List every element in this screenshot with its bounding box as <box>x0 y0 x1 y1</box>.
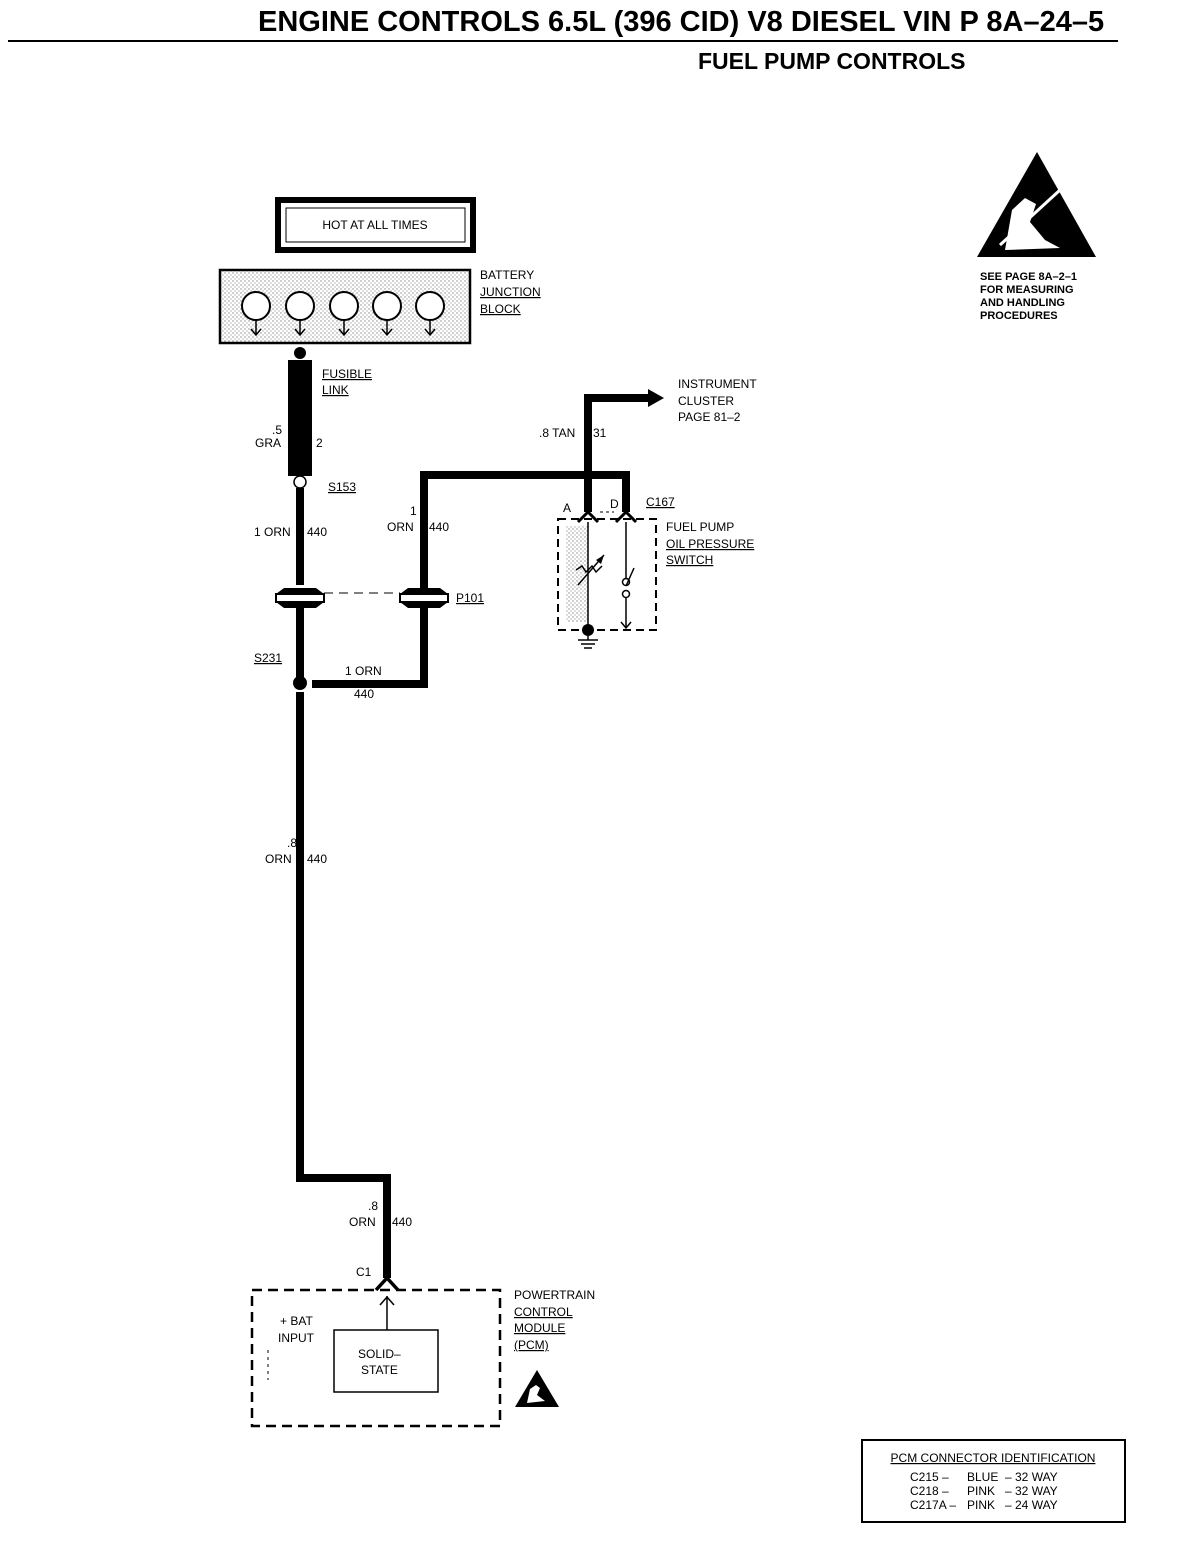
page-subtitle: FUEL PUMP CONTROLS <box>698 48 966 74</box>
battery-junction-block-label: BATTERY JUNCTION BLOCK <box>480 268 541 316</box>
svg-text:(PCM): (PCM) <box>514 1338 549 1352</box>
wire-440-branch <box>312 471 588 688</box>
pcm-esd-icon <box>515 1370 559 1407</box>
oil-pressure-switch <box>557 509 657 649</box>
connector-c1-label: C1 <box>356 1265 372 1279</box>
page-header: ENGINE CONTROLS 6.5L (396 CID) V8 DIESEL… <box>8 6 1118 74</box>
svg-text:.5: .5 <box>272 423 282 437</box>
svg-text:1: 1 <box>410 504 417 518</box>
splice-s231 <box>293 676 307 690</box>
pcm-connector-id-box: PCM CONNECTOR IDENTIFICATION C215 – BLUE… <box>861 1439 1126 1523</box>
svg-text:JUNCTION: JUNCTION <box>480 285 541 299</box>
svg-text:FUSIBLE: FUSIBLE <box>322 367 372 381</box>
battery-junction-block <box>218 268 472 345</box>
svg-text:MODULE: MODULE <box>514 1321 565 1335</box>
connector-p101 <box>275 588 449 608</box>
pcm-connector-id-title: PCM CONNECTOR IDENTIFICATION <box>891 1451 1096 1465</box>
svg-text:– 24 WAY: – 24 WAY <box>1005 1498 1058 1512</box>
svg-text:GRA: GRA <box>255 436 281 450</box>
power-source-box: HOT AT ALL TIMES <box>275 197 476 253</box>
svg-text:– 32 WAY: – 32 WAY <box>1005 1484 1058 1498</box>
svg-text:BATTERY: BATTERY <box>480 268 534 282</box>
svg-text:C218 –: C218 – <box>910 1484 949 1498</box>
svg-text:440: 440 <box>307 525 327 539</box>
svg-text:CONTROL: CONTROL <box>514 1305 573 1319</box>
wire-440-main <box>296 488 391 1278</box>
splice-s231-label: S231 <box>254 651 282 665</box>
wire-to-pin-d <box>588 471 630 512</box>
svg-text:CLUSTER: CLUSTER <box>678 394 734 408</box>
svg-text:.8: .8 <box>368 1199 378 1213</box>
esd-note: SEE PAGE 8A–2–1 FOR MEASURING AND HANDLI… <box>980 271 1077 322</box>
svg-text:.8 TAN: .8 TAN <box>539 426 575 440</box>
svg-text:2: 2 <box>316 436 323 450</box>
instrument-cluster-label: INSTRUMENT CLUSTER PAGE 81–2 <box>678 377 757 424</box>
pcm-label: POWERTRAIN CONTROL MODULE (PCM) <box>514 1288 595 1352</box>
svg-text:1 ORN: 1 ORN <box>254 525 291 539</box>
svg-text:AND HANDLING: AND HANDLING <box>980 297 1065 309</box>
svg-text:OIL PRESSURE: OIL PRESSURE <box>666 537 754 551</box>
svg-text:ORN: ORN <box>265 852 292 866</box>
svg-text:A: A <box>563 501 571 515</box>
svg-text:440: 440 <box>307 852 327 866</box>
pcm-inner-labels: + BAT INPUT SOLID– STATE <box>278 1314 401 1377</box>
svg-text:PINK: PINK <box>967 1484 995 1498</box>
page-title: ENGINE CONTROLS 6.5L (396 CID) V8 DIESEL… <box>258 6 1104 38</box>
wire-labels: 1 ORN 440 1 ORN 440 1 ORN 440 .8 ORN 440… <box>254 426 607 1229</box>
svg-text:PAGE 81–2: PAGE 81–2 <box>678 410 741 424</box>
svg-text:HOT AT ALL TIMES: HOT AT ALL TIMES <box>322 218 427 232</box>
connector-c1 <box>374 1275 400 1292</box>
svg-text:SOLID–: SOLID– <box>358 1347 401 1361</box>
svg-text:LINK: LINK <box>322 383 349 397</box>
svg-text:C167: C167 <box>646 495 675 509</box>
junction-terminals <box>241 291 445 337</box>
svg-text:+ BAT: + BAT <box>280 1314 313 1328</box>
connector-p101-label: P101 <box>456 591 484 605</box>
svg-text:STATE: STATE <box>361 1363 398 1377</box>
oil-pressure-switch-labels: A D C167 FUEL PUMP OIL PRESSURE SWITCH <box>563 495 754 567</box>
esd-warning-icon <box>977 152 1096 257</box>
svg-text:31: 31 <box>593 426 607 440</box>
svg-text:INSTRUMENT: INSTRUMENT <box>678 377 757 391</box>
svg-text:C215 –: C215 – <box>910 1470 949 1484</box>
svg-text:440: 440 <box>392 1215 412 1229</box>
svg-text:POWERTRAIN: POWERTRAIN <box>514 1288 595 1302</box>
svg-text:ORN: ORN <box>387 520 414 534</box>
svg-text:SWITCH: SWITCH <box>666 553 713 567</box>
svg-text:BLUE: BLUE <box>967 1470 998 1484</box>
svg-text:440: 440 <box>429 520 449 534</box>
svg-text:BLOCK: BLOCK <box>480 302 521 316</box>
svg-text:FUEL PUMP: FUEL PUMP <box>666 520 734 534</box>
fusible-link <box>288 347 312 489</box>
svg-text:– 32 WAY: – 32 WAY <box>1005 1470 1058 1484</box>
splice-s153-label: S153 <box>328 480 356 494</box>
svg-text:.8: .8 <box>287 836 297 850</box>
svg-text:SEE PAGE 8A–2–1: SEE PAGE 8A–2–1 <box>980 271 1077 283</box>
svg-text:D: D <box>610 497 619 511</box>
fusible-link-label: FUSIBLE LINK .5 GRA 2 <box>255 367 372 450</box>
pcm-module <box>250 1288 502 1428</box>
svg-text:440: 440 <box>354 687 374 701</box>
svg-text:INPUT: INPUT <box>278 1331 315 1345</box>
svg-text:1 ORN: 1 ORN <box>345 664 382 678</box>
svg-text:C217A –: C217A – <box>910 1498 956 1512</box>
svg-text:PINK: PINK <box>967 1498 995 1512</box>
svg-text:FOR MEASURING: FOR MEASURING <box>980 284 1074 296</box>
svg-text:PROCEDURES: PROCEDURES <box>980 310 1058 322</box>
svg-text:ORN: ORN <box>349 1215 376 1229</box>
